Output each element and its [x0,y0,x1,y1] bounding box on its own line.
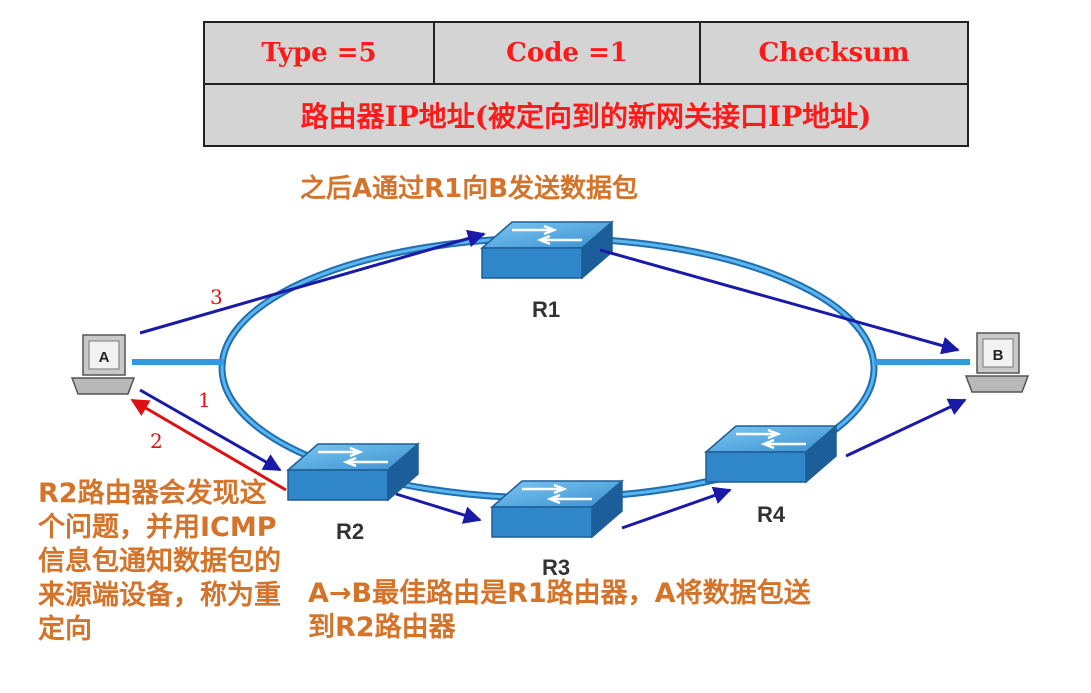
router-r3-icon [489,479,625,539]
router-r3-label: R3 [542,555,571,580]
host-a-label: A [99,349,110,366]
type-field: Type =5 [203,21,435,85]
arrow-r3-to-r4 [621,486,732,530]
router-r2-label: R2 [336,519,365,544]
code-field: Code =1 [433,21,701,85]
router-r4-label: R4 [757,502,786,527]
host-a-icon: A [70,334,136,395]
arrow-redirect-r2-to-a [130,398,287,492]
arrow-r4-to-b [845,398,967,458]
router-r1-icon [479,220,615,280]
step-2-label: 2 [150,429,163,453]
checksum-field: Checksum [699,21,969,85]
arrow-r2-to-r3 [395,492,482,524]
router-r4-icon [703,424,839,484]
top-caption: 之后A通过R1向B发送数据包 [300,174,639,204]
arrow-a-to-r1 [139,229,486,335]
step-1-label: 1 [198,388,211,412]
host-b-label: B [993,347,1004,364]
arrow-a-to-r2 [139,388,282,472]
router-ip-field: 路由器IP地址(被定向到的新网关接口IP地址) [203,83,969,147]
step-3-label: 3 [210,285,223,309]
router-r2-icon [285,442,421,502]
icmp-redirect-header: Type =5 Code =1 Checksum 路由器IP地址(被定向到的新网… [203,21,969,147]
arrow-r1-to-b [599,248,960,355]
router-r1-label: R1 [532,297,561,322]
host-b-icon: B [964,332,1030,393]
best-route-note: A→B最佳路由是R1路由器，A将数据包送到R2路由器 [308,578,811,643]
r2-redirect-note: R2路由器会发现这个问题，并用ICMP信息包通知数据包的来源端设备，称为重定向 [38,478,281,645]
